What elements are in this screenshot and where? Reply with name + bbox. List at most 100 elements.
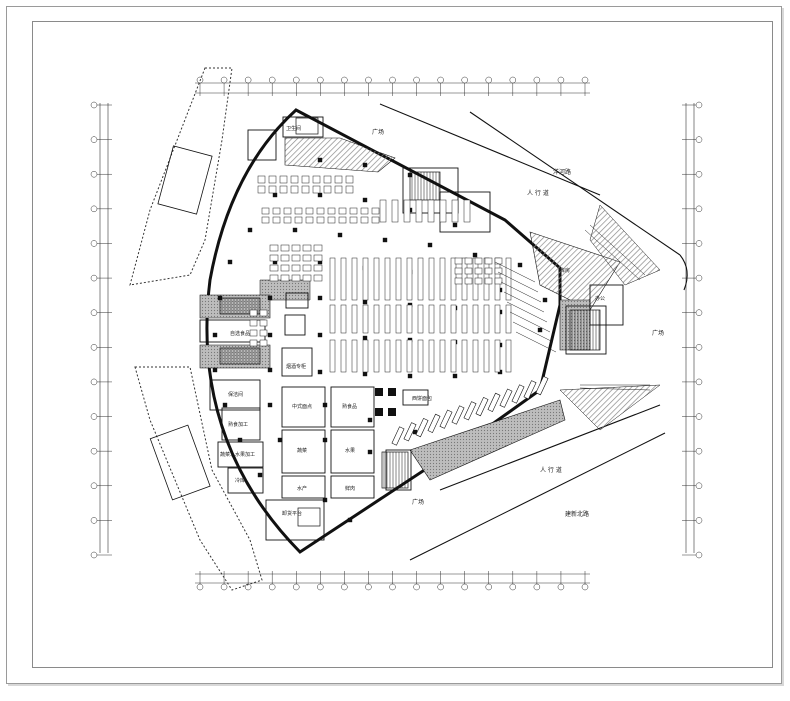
axis-bubble-bottom bbox=[485, 583, 492, 591]
axis-bubble-left bbox=[90, 378, 98, 386]
axis-bubble-bottom bbox=[389, 583, 396, 591]
label-cooked-processing: 熟食加工 bbox=[228, 421, 248, 428]
axis-bubble-bottom bbox=[413, 583, 420, 591]
axis-bubble-left bbox=[90, 205, 98, 213]
dashed-bridge-bottom bbox=[134, 366, 263, 591]
axis-bubble-top bbox=[461, 76, 468, 84]
label-office: 办公 bbox=[595, 295, 605, 302]
label-sidewalk-top: 人 行 道 bbox=[527, 189, 549, 197]
axis-bubble-bottom bbox=[220, 583, 228, 591]
axis-bubble-left bbox=[90, 413, 98, 420]
dashed-bridge-top bbox=[129, 67, 233, 286]
axis-bubble-left bbox=[90, 309, 98, 316]
axis-bubble-top bbox=[437, 76, 444, 84]
shelving-rows bbox=[249, 175, 512, 373]
axis-tick-marks bbox=[90, 76, 703, 591]
label-vegetable-processing: 蔬菜、水果加工 bbox=[220, 451, 255, 458]
label-tobacco: 烟酒专柜 bbox=[286, 363, 306, 370]
axis-bubble-right bbox=[695, 136, 703, 143]
label-bakery: 西饼面包 bbox=[412, 395, 432, 402]
axis-bubble-top bbox=[341, 76, 348, 84]
axis-bubble-bottom bbox=[293, 583, 300, 591]
road-lines bbox=[379, 103, 688, 561]
axis-bubble-right bbox=[695, 101, 703, 109]
slanted-shelves bbox=[494, 261, 557, 353]
axis-bubble-left bbox=[90, 517, 98, 524]
label-fruit: 水果 bbox=[345, 447, 355, 454]
axis-bubble-bottom bbox=[437, 583, 444, 591]
axis-bubble-right bbox=[695, 551, 703, 559]
label-sidewalk-bottom: 人 行 道 bbox=[540, 466, 562, 474]
axis-bubble-bottom bbox=[268, 583, 276, 591]
axis-bubble-top bbox=[413, 76, 420, 84]
axis-bubble-top bbox=[293, 76, 300, 84]
axis-bubble-top bbox=[485, 76, 492, 84]
stair-treads bbox=[221, 172, 600, 488]
axis-bubble-bottom bbox=[365, 583, 372, 591]
axis-bubble-right bbox=[695, 517, 703, 524]
axis-bubble-left bbox=[90, 240, 98, 247]
label-plaza-top: 广场 bbox=[372, 128, 384, 136]
ramp-hatching bbox=[579, 224, 651, 391]
plan-labels: 广场 广场 广场 人 行 道 人 行 道 洋河路 建新北路 中式面点 熟食品 蔬… bbox=[220, 125, 664, 518]
axis-bubble-top bbox=[365, 76, 372, 84]
axis-bubble-right bbox=[695, 309, 703, 316]
axis-bubble-right bbox=[695, 413, 703, 420]
label-refrigeration: 冷库 bbox=[235, 477, 245, 484]
axis-bubble-left bbox=[90, 136, 98, 143]
label-road-top: 洋河路 bbox=[553, 168, 571, 176]
axis-bubble-left bbox=[90, 551, 98, 559]
axis-bubble-left bbox=[90, 447, 98, 455]
axis-bubble-left bbox=[90, 170, 98, 178]
axis-bubble-right bbox=[695, 378, 703, 386]
bridge-stairs bbox=[149, 145, 213, 501]
dimension-line-right bbox=[685, 103, 695, 553]
axis-bubble-top bbox=[220, 76, 228, 84]
axis-bubble-bottom bbox=[244, 583, 252, 591]
axis-bubble-bottom bbox=[509, 583, 517, 591]
axis-bubble-bottom bbox=[461, 583, 468, 591]
room-walls bbox=[199, 116, 624, 541]
axis-bubble-bottom bbox=[317, 583, 324, 591]
axis-bubble-top bbox=[509, 76, 517, 84]
label-washroom: 卫生间 bbox=[286, 125, 301, 132]
axis-bubble-right bbox=[695, 344, 703, 351]
axis-bubble-top bbox=[557, 76, 565, 84]
axis-bubble-left bbox=[90, 274, 98, 282]
label-snack: 自选食品 bbox=[230, 330, 250, 337]
axis-bubble-top bbox=[268, 76, 276, 84]
axis-bubble-top bbox=[533, 76, 541, 84]
label-chinese-food: 中式面点 bbox=[292, 403, 312, 410]
axis-bubble-bottom bbox=[341, 583, 348, 591]
label-storage: 保洁间 bbox=[228, 391, 243, 398]
display-blocks bbox=[375, 388, 396, 416]
axis-bubble-bottom bbox=[581, 583, 589, 591]
axis-bubble-bottom bbox=[557, 583, 565, 591]
label-vegetables: 蔬菜 bbox=[297, 447, 307, 454]
axis-bubble-left bbox=[90, 101, 98, 109]
axis-bubble-top bbox=[244, 76, 252, 84]
label-road-bottom: 建新北路 bbox=[565, 510, 589, 518]
axis-bubble-left bbox=[90, 482, 98, 490]
axis-bubble-left bbox=[90, 344, 98, 351]
label-cooked-food: 熟食品 bbox=[342, 403, 357, 410]
label-plaza-bottom: 广场 bbox=[412, 498, 424, 506]
axis-bubble-top bbox=[317, 76, 324, 84]
axis-bubble-right bbox=[695, 482, 703, 490]
label-aquatic: 水产 bbox=[297, 485, 307, 492]
axis-bubble-right bbox=[695, 205, 703, 213]
drawing-frame-outer bbox=[6, 6, 782, 684]
checkout-counters bbox=[391, 375, 549, 446]
axis-bubble-right bbox=[695, 447, 703, 455]
label-loading: 卸货平台 bbox=[282, 510, 302, 517]
label-plaza-right: 广场 bbox=[652, 329, 664, 337]
axis-bubble-bottom bbox=[196, 583, 204, 591]
axis-bubble-right bbox=[695, 170, 703, 178]
axis-bubble-top bbox=[389, 76, 396, 84]
axis-bubble-right bbox=[695, 240, 703, 247]
label-fresh-meat: 鲜肉 bbox=[345, 485, 355, 492]
label-warehouse: 库房 bbox=[560, 267, 570, 274]
axis-bubble-bottom bbox=[533, 583, 541, 591]
axis-bubble-top bbox=[581, 76, 589, 84]
